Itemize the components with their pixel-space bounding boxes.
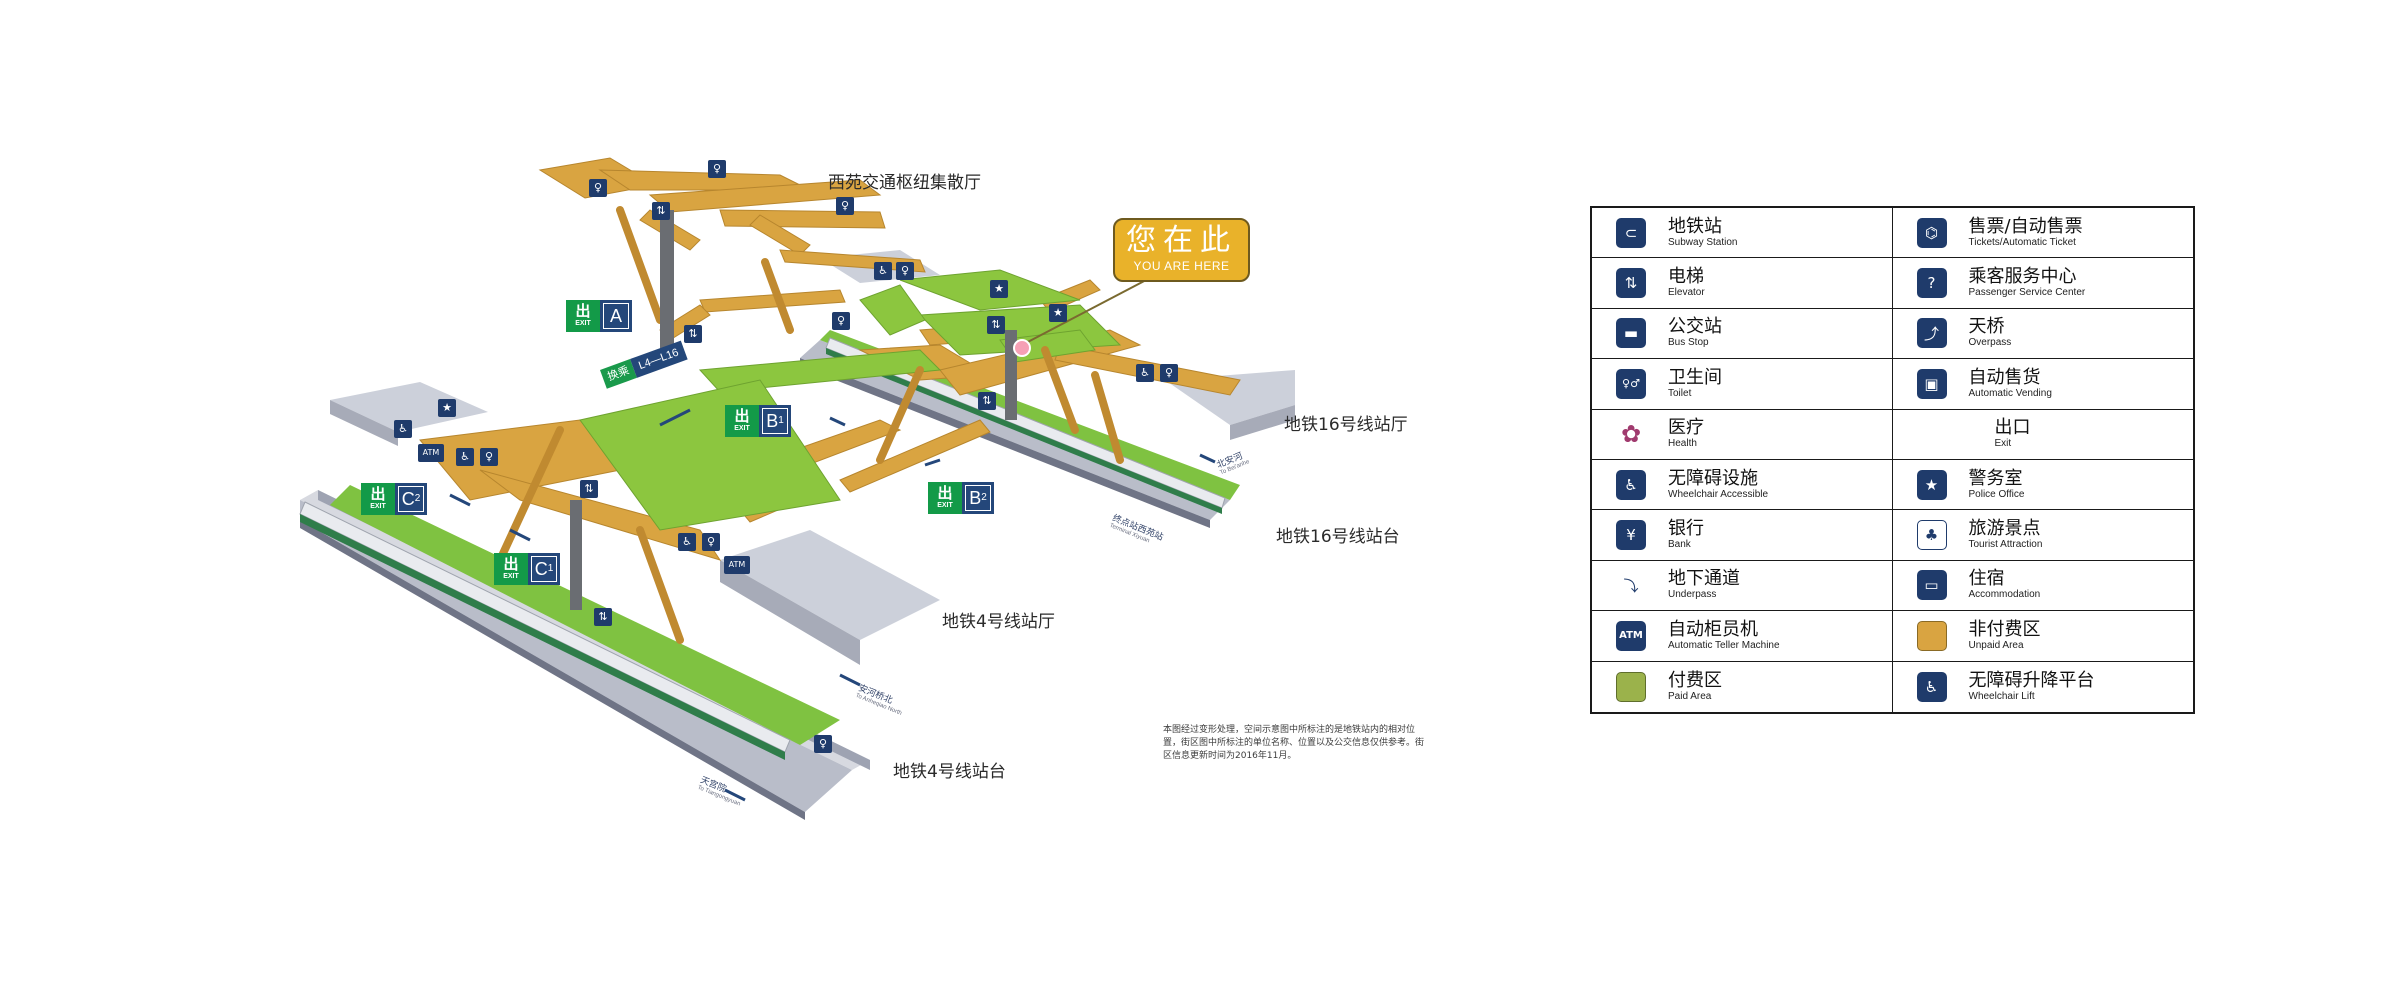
elevator-icon: ⇅ xyxy=(1616,268,1646,299)
line16-platform-label: 地铁16号线站台 xyxy=(1276,527,1400,547)
accommodation-icon: ▭ xyxy=(1916,570,1947,601)
line16-hall-label: 地铁16号线站厅 xyxy=(1284,415,1408,435)
flow-arrows xyxy=(449,408,1216,802)
police-icon[interactable]: ★ xyxy=(438,399,456,417)
line16-platform xyxy=(800,330,1240,528)
wheelchair-lift-icon[interactable]: ♿ xyxy=(874,262,892,280)
overpass-icon: ⤴ xyxy=(1916,318,1947,349)
atm-icon[interactable]: ATM xyxy=(724,556,750,574)
toilet-icon[interactable]: ♀ xyxy=(708,160,726,178)
unpaid-area-swatch xyxy=(1916,620,1947,651)
you-are-here-en: YOU ARE HERE xyxy=(1133,259,1230,273)
elevator-icon[interactable]: ⇅ xyxy=(594,608,612,626)
ticket-icon: ⌬ xyxy=(1916,217,1947,248)
toilet-icon[interactable]: ♀ xyxy=(814,735,832,753)
subway-station-icon: ⊂ xyxy=(1616,217,1646,248)
elevator-icon[interactable]: ⇅ xyxy=(987,316,1005,334)
toilet-icon: ♀♂ xyxy=(1616,368,1646,399)
elevator-icon[interactable]: ⇅ xyxy=(978,392,996,410)
you-here-dot xyxy=(1013,339,1031,357)
wheelchair-lift-icon[interactable]: ♿ xyxy=(678,533,696,551)
you-here-pointer xyxy=(1021,277,1151,346)
police-icon: ★ xyxy=(1916,469,1947,500)
toilet-icon[interactable]: ♀ xyxy=(832,312,850,330)
elevator-shafts xyxy=(570,210,1017,610)
you-are-here-callout: 您在此 YOU ARE HERE xyxy=(1113,218,1250,282)
health-icon: ✿ xyxy=(1616,419,1646,450)
toilet-icon[interactable]: ♀ xyxy=(702,533,720,551)
elevator-icon[interactable]: ⇅ xyxy=(652,202,670,220)
police-icon[interactable]: ★ xyxy=(990,280,1008,298)
line4-platform-label: 地铁4号线站台 xyxy=(893,762,1006,782)
toilet-icon[interactable]: ♀ xyxy=(1160,364,1178,382)
police-icon[interactable]: ★ xyxy=(1049,304,1067,322)
toilet-icon[interactable]: ♀ xyxy=(480,448,498,466)
toilet-icon[interactable]: ♀ xyxy=(896,262,914,280)
wheelchair-lift-icon[interactable]: ♿ xyxy=(394,420,412,438)
service-center-icon: ? xyxy=(1916,268,1947,299)
tourist-icon: ♣ xyxy=(1916,520,1947,551)
line4-train xyxy=(299,501,791,760)
escalators xyxy=(496,206,1124,644)
wheelchair-lift-icon[interactable]: ♿ xyxy=(1136,364,1154,382)
vending-icon: ▣ xyxy=(1916,368,1947,399)
toilet-icon[interactable]: ♀ xyxy=(836,197,854,215)
underpass-icon: ⤵ xyxy=(1616,570,1646,601)
wheelchair-lift-icon: ♿ xyxy=(1916,671,1947,702)
wheelchair-lift-icon[interactable]: ♿ xyxy=(456,448,474,466)
line4-hall-label: 地铁4号线站厅 xyxy=(942,612,1055,632)
elevator-icon[interactable]: ⇅ xyxy=(580,480,598,498)
atm-icon: ATM xyxy=(1616,620,1646,651)
bank-icon: ¥ xyxy=(1616,520,1646,551)
map-disclaimer-note: 本图经过变形处理，空间示意图中所标注的是地铁站内的相对位置，街区图中所标注的单位… xyxy=(1163,725,1425,761)
paid-area-swatch xyxy=(1616,671,1646,702)
you-are-here-zh: 您在此 xyxy=(1126,223,1237,258)
toilet-icon[interactable]: ♀ xyxy=(589,179,607,197)
wheelchair-icon: ♿ xyxy=(1616,469,1646,500)
elevator-icon[interactable]: ⇅ xyxy=(684,325,702,343)
bus-icon: ▬ xyxy=(1616,318,1646,349)
xiyuan-hub-hall-label: 西苑交通枢纽集散厅 xyxy=(828,173,981,193)
atm-icon[interactable]: ATM xyxy=(418,444,444,462)
